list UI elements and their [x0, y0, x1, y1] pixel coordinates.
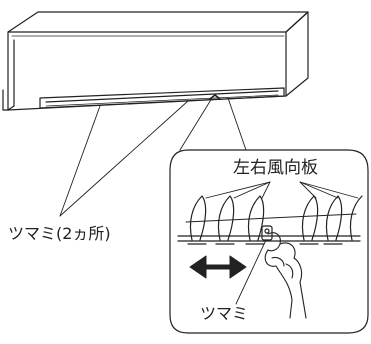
knob-pointer: [235, 239, 267, 305]
louver-vane: [247, 195, 265, 241]
knob-marker: [209, 94, 221, 100]
louver-pointers: [205, 181, 359, 199]
louver-assembly: [177, 195, 363, 245]
air-conditioner-unit: [2, 11, 309, 111]
louver-vane: [349, 195, 363, 241]
double-arrow: [189, 255, 247, 279]
louver-vane: [325, 195, 343, 241]
leader-lines: [59, 97, 247, 217]
louver-vane: [217, 195, 235, 241]
knob-two-places-label: ツマミ(2ヵ所): [8, 224, 111, 243]
knob-label: ツマミ: [200, 304, 249, 323]
louver-vane: [189, 195, 207, 241]
louver-vane: [301, 195, 319, 241]
louver-label: 左右風向板: [233, 158, 318, 178]
hand: [264, 232, 307, 319]
detail-callout: [169, 149, 369, 334]
